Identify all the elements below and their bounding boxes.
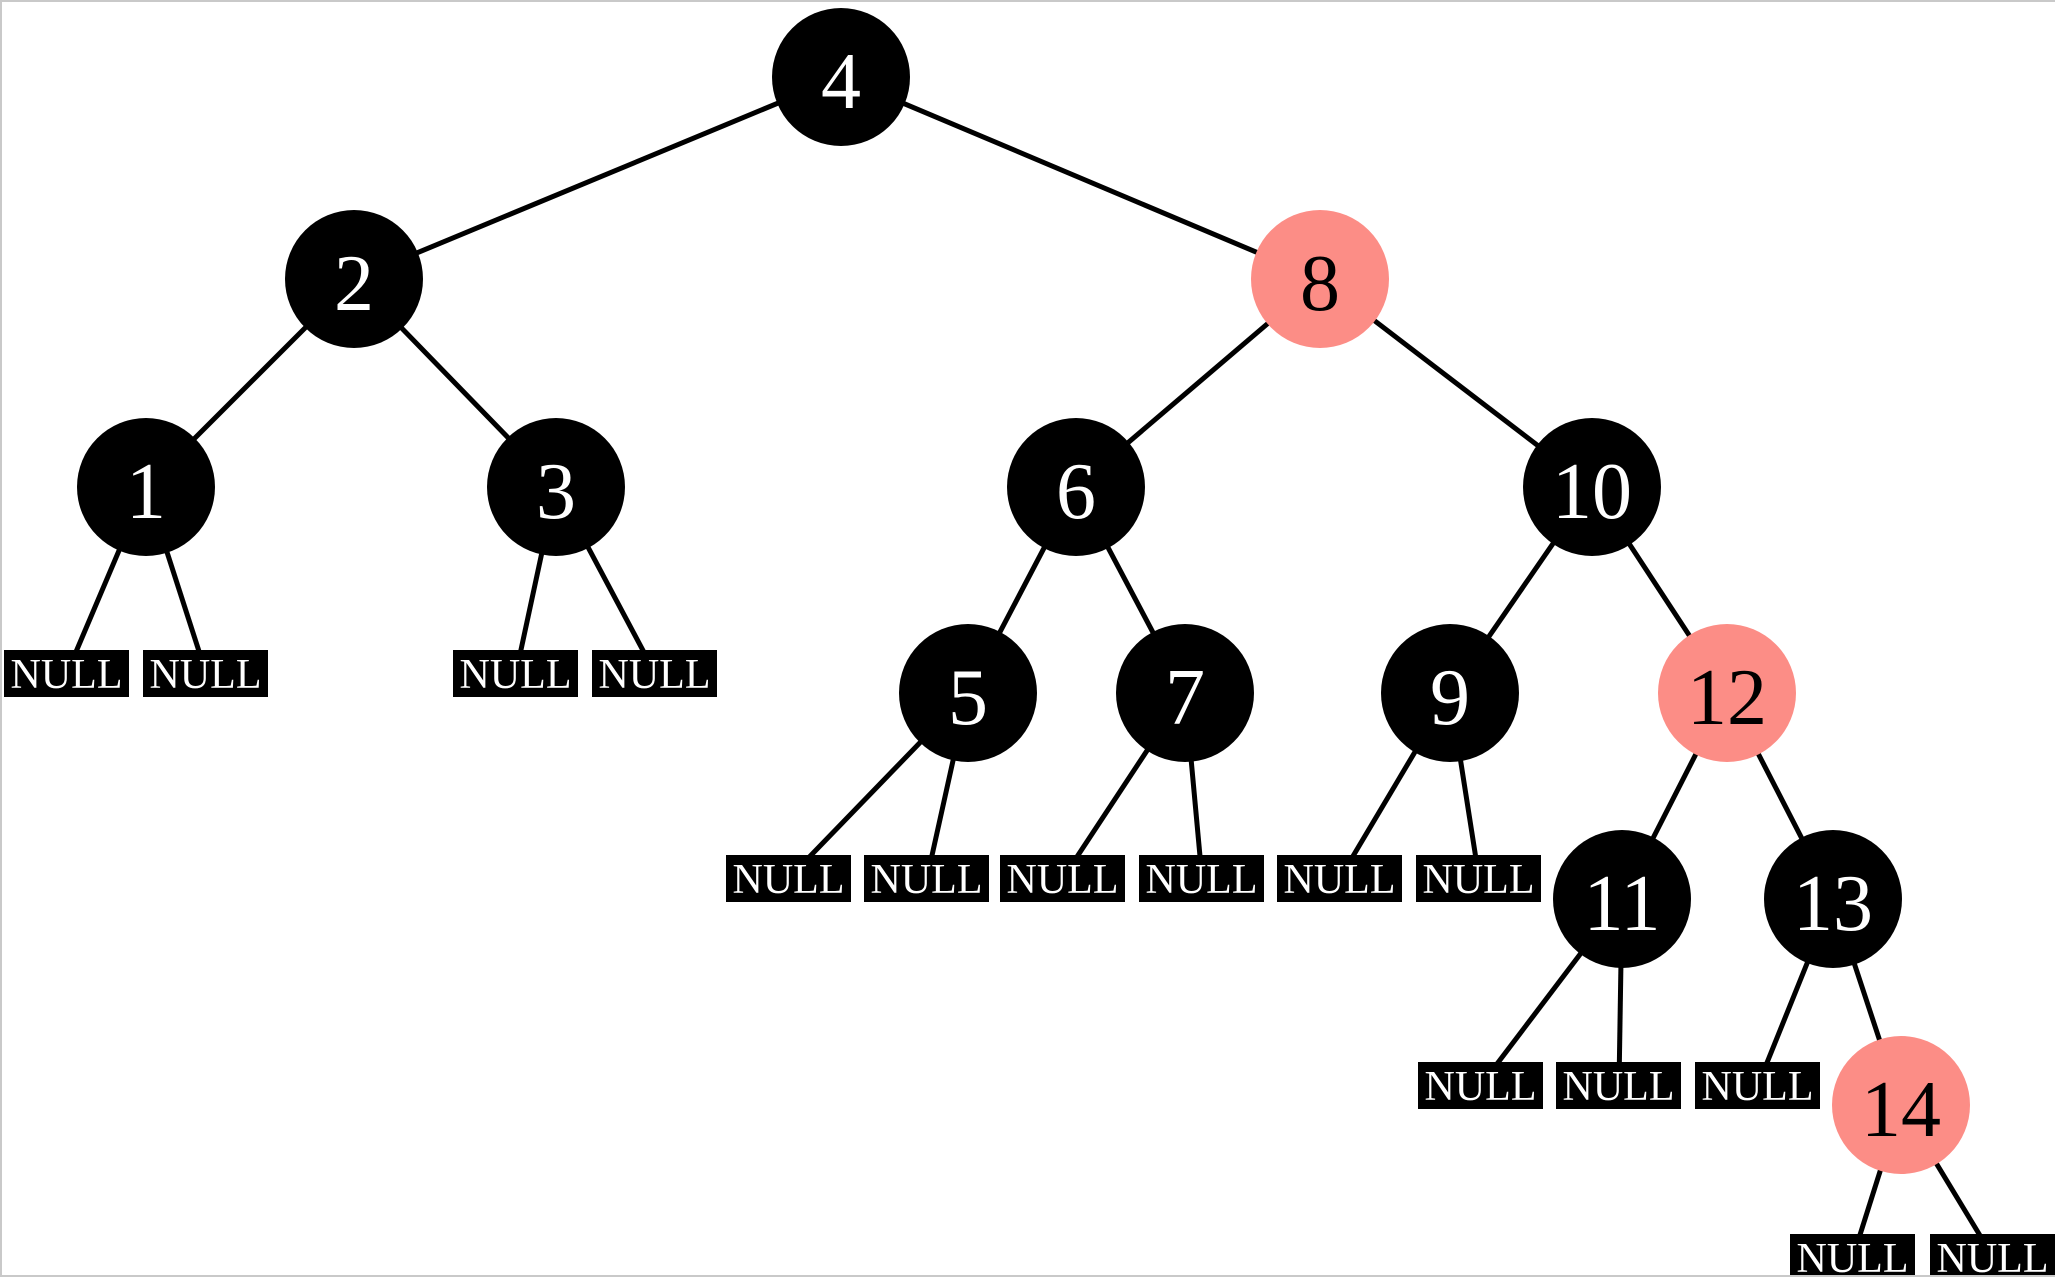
null-leaf: NULL [453, 650, 578, 697]
null-leaf: NULL [1277, 855, 1402, 902]
null-leaf: NULL [4, 650, 129, 697]
tree-node-10: 10 [1523, 418, 1661, 556]
tree-edge [353, 74, 842, 282]
null-leaf: NULL [1790, 1234, 1915, 1275]
tree-node-7: 7 [1116, 624, 1254, 762]
null-leaf: NULL [1000, 855, 1125, 902]
tree-edge [840, 74, 1321, 282]
null-leaf: NULL [1418, 1062, 1543, 1109]
tree-node-4: 4 [772, 8, 910, 146]
null-leaf: NULL [1695, 1062, 1820, 1109]
tree-node-11: 11 [1553, 830, 1691, 968]
null-leaf: NULL [726, 855, 851, 902]
null-leaf: NULL [592, 650, 717, 697]
tree-node-8: 8 [1251, 210, 1389, 348]
tree-node-12: 12 [1658, 624, 1796, 762]
null-leaf: NULL [1556, 1062, 1681, 1109]
tree-node-9: 9 [1381, 624, 1519, 762]
null-leaf: NULL [1139, 855, 1264, 902]
tree-node-14: 14 [1832, 1036, 1970, 1174]
null-leaf: NULL [143, 650, 268, 697]
tree-node-5: 5 [899, 624, 1037, 762]
tree-node-6: 6 [1007, 418, 1145, 556]
tree-node-1: 1 [77, 418, 215, 556]
null-leaf: NULL [1416, 855, 1541, 902]
null-leaf: NULL [864, 855, 989, 902]
tree-node-13: 13 [1764, 830, 1902, 968]
tree-node-2: 2 [285, 210, 423, 348]
null-leaf: NULL [1930, 1234, 2055, 1275]
tree-node-3: 3 [487, 418, 625, 556]
